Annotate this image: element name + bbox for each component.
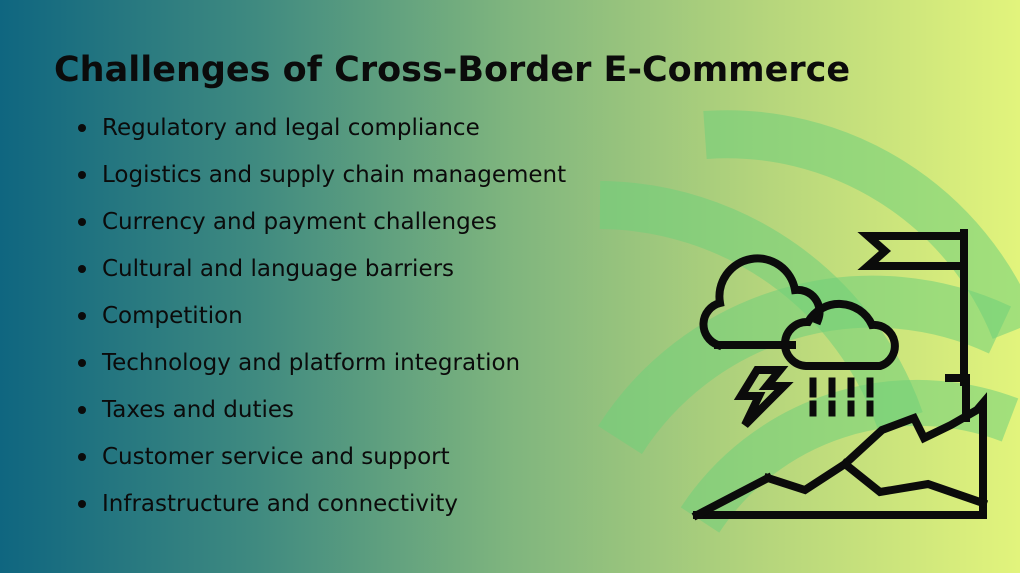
list-item: Cultural and language barriers	[78, 252, 566, 299]
bullet-icon	[78, 171, 86, 179]
list-item-label: Infrastructure and connectivity	[102, 491, 458, 517]
cloud-icon	[699, 254, 899, 370]
mountain-icon	[691, 374, 989, 521]
list-item: Technology and platform integration	[78, 346, 566, 393]
bullet-icon	[78, 406, 86, 414]
list-item-label: Cultural and language barriers	[102, 256, 455, 282]
challenges-illustration	[691, 229, 989, 521]
list-item: Customer service and support	[78, 440, 566, 487]
list-item: Currency and payment challenges	[78, 205, 566, 252]
list-item-label: Currency and payment challenges	[102, 209, 497, 235]
list-item-label: Logistics and supply chain management	[102, 162, 567, 188]
list-item: Regulatory and legal compliance	[78, 111, 566, 158]
list-item-label: Taxes and duties	[102, 397, 294, 423]
list-item: Infrastructure and connectivity	[78, 487, 566, 534]
lightning-icon	[733, 366, 794, 428]
list-item-label: Competition	[102, 303, 243, 329]
rain-icon	[809, 377, 874, 417]
list-item: Logistics and supply chain management	[78, 158, 566, 205]
flag-icon	[857, 229, 968, 386]
bullet-icon	[78, 218, 86, 226]
challenge-list: Regulatory and legal compliance Logistic…	[78, 111, 566, 534]
list-item-label: Customer service and support	[102, 444, 450, 470]
bullet-icon	[78, 124, 86, 132]
list-item: Competition	[78, 299, 566, 346]
list-item-label: Regulatory and legal compliance	[102, 115, 480, 141]
list-item: Taxes and duties	[78, 393, 566, 440]
bullet-icon	[78, 265, 86, 273]
bullet-icon	[78, 312, 86, 320]
list-item-label: Technology and platform integration	[102, 350, 521, 376]
bullet-icon	[78, 453, 86, 461]
bullet-icon	[78, 359, 86, 367]
page-title: Challenges of Cross-Border E-Commerce	[54, 50, 851, 90]
bullet-icon	[78, 500, 86, 508]
